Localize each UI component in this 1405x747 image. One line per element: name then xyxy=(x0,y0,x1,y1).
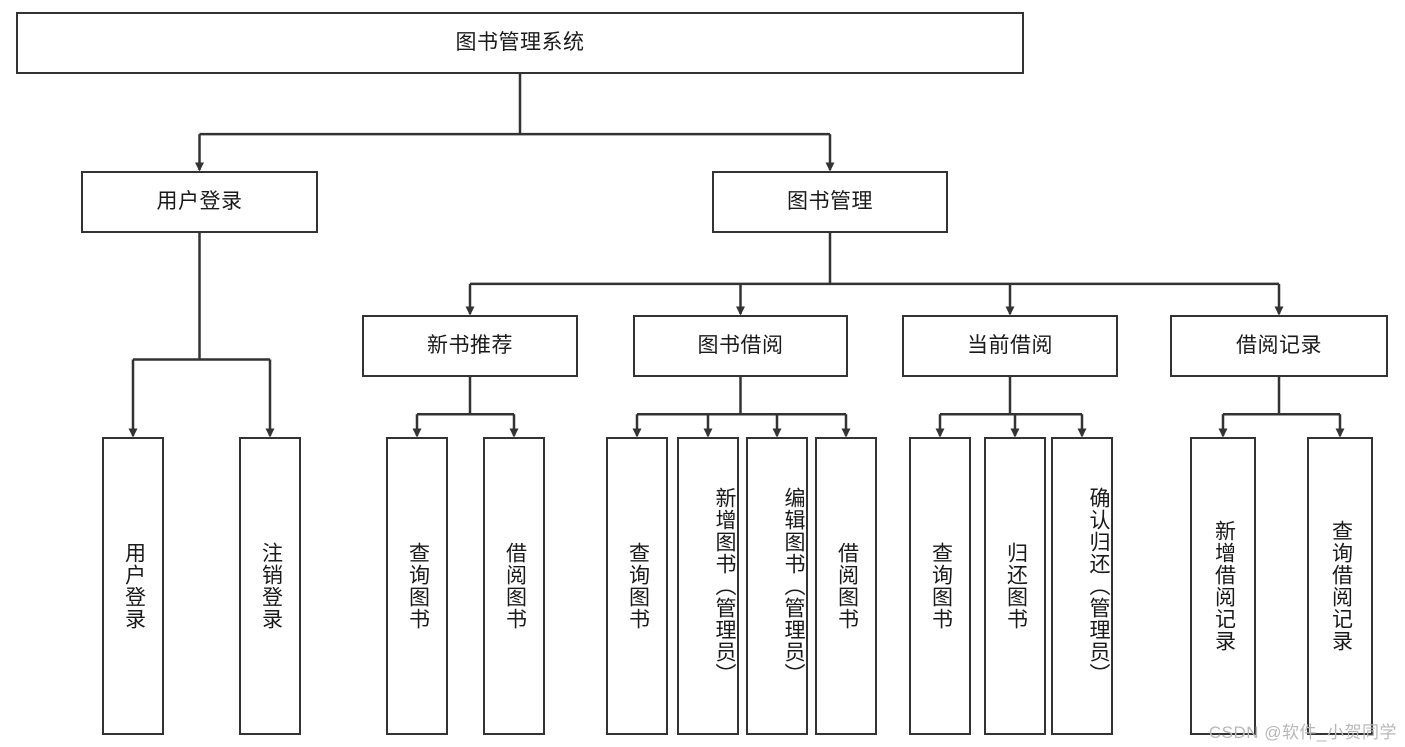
node-borrow-record[interactable]: 借阅记录 xyxy=(1170,315,1388,377)
node-label: 新书推荐 xyxy=(427,334,513,358)
node-label: 归还图书 xyxy=(1004,542,1028,630)
node-label: 查询借阅记录 xyxy=(1329,520,1353,652)
node-label: 用户登录 xyxy=(122,542,146,630)
node-label: 借阅记录 xyxy=(1236,334,1322,358)
node-root-root[interactable]: 图书管理系统 xyxy=(16,12,1024,74)
node-label: 编辑图书（管理员） xyxy=(782,487,805,685)
node-leaf-borrow-book-1[interactable]: 借阅图书 xyxy=(483,437,545,735)
node-leaf-query-book-1[interactable]: 查询图书 xyxy=(386,437,448,735)
node-leaf-logout[interactable]: 注销登录 xyxy=(239,437,301,735)
node-book-manage[interactable]: 图书管理 xyxy=(712,171,948,233)
node-leaf-query-record[interactable]: 查询借阅记录 xyxy=(1307,437,1373,735)
node-leaf-edit-book[interactable]: 编辑图书（管理员） xyxy=(746,437,808,735)
node-book-borrow[interactable]: 图书借阅 xyxy=(633,315,848,377)
node-leaf-return-book[interactable]: 归还图书 xyxy=(984,437,1046,735)
node-label: 查询图书 xyxy=(626,542,650,630)
node-leaf-user-login[interactable]: 用户登录 xyxy=(102,437,164,735)
node-label: 查询图书 xyxy=(929,542,953,630)
node-leaf-confirm-return[interactable]: 确认归还（管理员） xyxy=(1051,437,1113,735)
node-label: 当前借阅 xyxy=(967,334,1053,358)
node-label: 新增借阅记录 xyxy=(1212,520,1236,652)
node-leaf-query-book-2[interactable]: 查询图书 xyxy=(606,437,668,735)
node-leaf-borrow-book-2[interactable]: 借阅图书 xyxy=(815,437,877,735)
node-label: 注销登录 xyxy=(259,542,283,630)
node-label: 借阅图书 xyxy=(835,542,859,630)
node-label: 用户登录 xyxy=(156,190,243,214)
node-current-borrow[interactable]: 当前借阅 xyxy=(902,315,1118,377)
node-leaf-add-record[interactable]: 新增借阅记录 xyxy=(1190,437,1256,735)
node-leaf-query-book-3[interactable]: 查询图书 xyxy=(909,437,971,735)
node-label: 借阅图书 xyxy=(503,542,527,630)
node-label: 新增图书（管理员） xyxy=(713,487,736,685)
watermark-text: CSDN @软件_小贺同学 xyxy=(1208,723,1397,742)
node-label: 图书管理系统 xyxy=(455,31,585,55)
node-label: 确认归还（管理员） xyxy=(1087,487,1110,685)
node-new-book-recommend[interactable]: 新书推荐 xyxy=(362,315,578,377)
node-label: 图书管理 xyxy=(787,190,873,214)
node-leaf-add-book[interactable]: 新增图书（管理员） xyxy=(677,437,739,735)
node-label: 图书借阅 xyxy=(697,334,784,358)
node-user-login[interactable]: 用户登录 xyxy=(81,171,318,233)
node-label: 查询图书 xyxy=(406,542,430,630)
